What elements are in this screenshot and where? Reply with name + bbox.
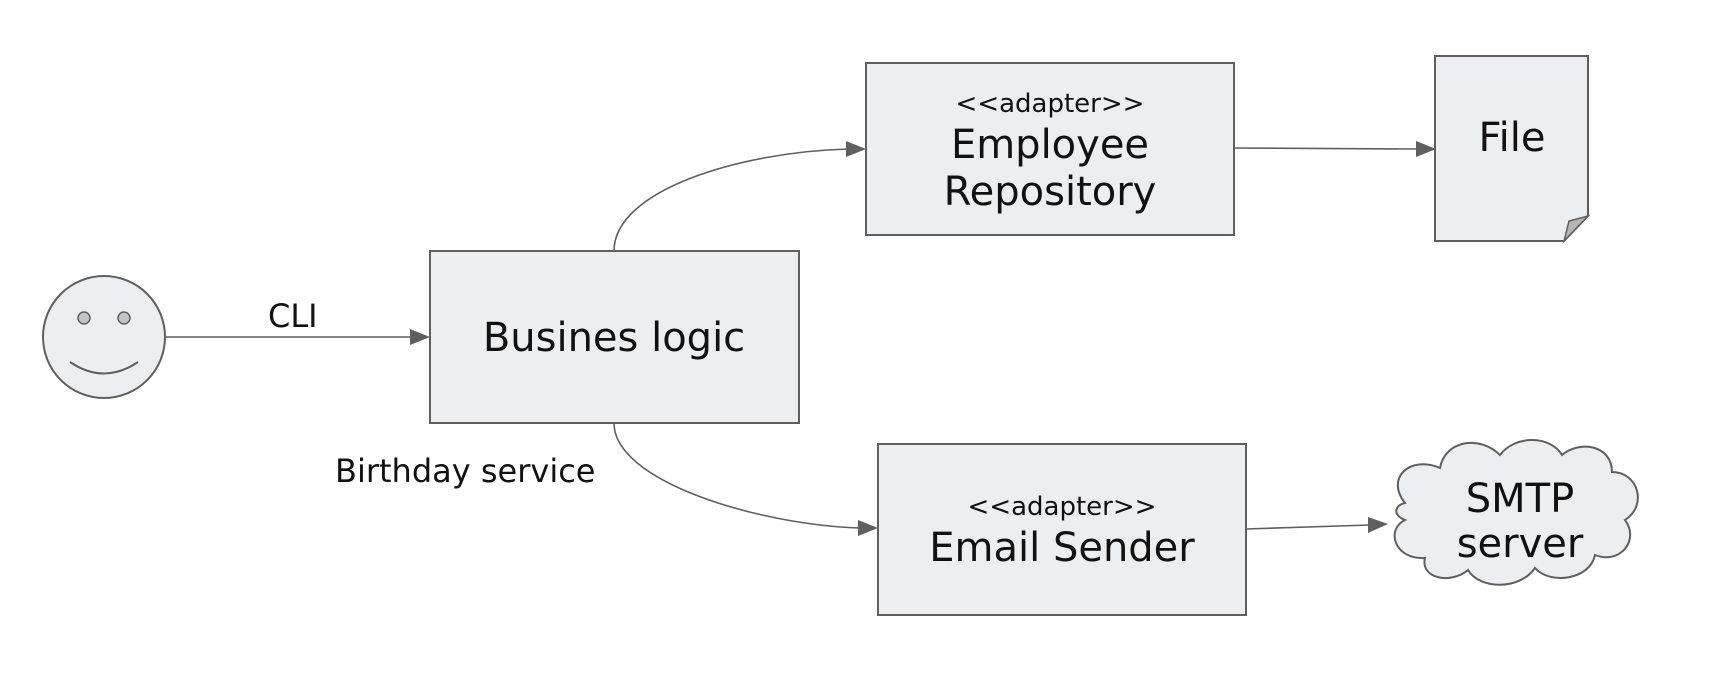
smiley-right-eye xyxy=(117,311,131,325)
employee-repository-line1: Employee xyxy=(951,122,1149,168)
node-file: File xyxy=(1434,55,1591,244)
smiley-left-eye xyxy=(77,311,91,325)
smtp-server-line1: SMTP xyxy=(1466,476,1574,522)
file-label: File xyxy=(1479,115,1546,161)
edge-actor-to-business-logic xyxy=(165,329,430,345)
smiley-face-icon xyxy=(42,275,166,399)
node-employee-repository: <<adapter>> Employee Repository xyxy=(865,62,1235,236)
birthday-service-caption: Birthday service xyxy=(335,452,595,490)
document-fold xyxy=(1562,214,1591,244)
edge-email-sender-to-smtp xyxy=(1245,517,1388,533)
edge-employee-repository-to-file xyxy=(1233,141,1436,157)
smtp-server-line2: server xyxy=(1457,521,1584,567)
edge-label-cli: CLI xyxy=(268,297,318,335)
email-sender-stereotype: <<adapter>> xyxy=(968,492,1157,522)
edge-business-to-employee-repository xyxy=(613,141,866,252)
node-business-logic: Busines logic xyxy=(429,250,800,424)
employee-repository-line2: Repository xyxy=(944,169,1157,215)
edge-business-to-email-sender xyxy=(613,422,878,536)
node-smtp-server: SMTP server xyxy=(1393,439,1639,586)
smiley-mouth xyxy=(69,361,139,375)
business-logic-label: Busines logic xyxy=(483,315,745,361)
cloud-icon xyxy=(1393,439,1639,586)
node-email-sender: <<adapter>> Email Sender xyxy=(877,443,1247,616)
user-actor xyxy=(42,275,166,399)
email-sender-label: Email Sender xyxy=(929,525,1195,571)
employee-repository-stereotype: <<adapter>> xyxy=(956,89,1145,119)
